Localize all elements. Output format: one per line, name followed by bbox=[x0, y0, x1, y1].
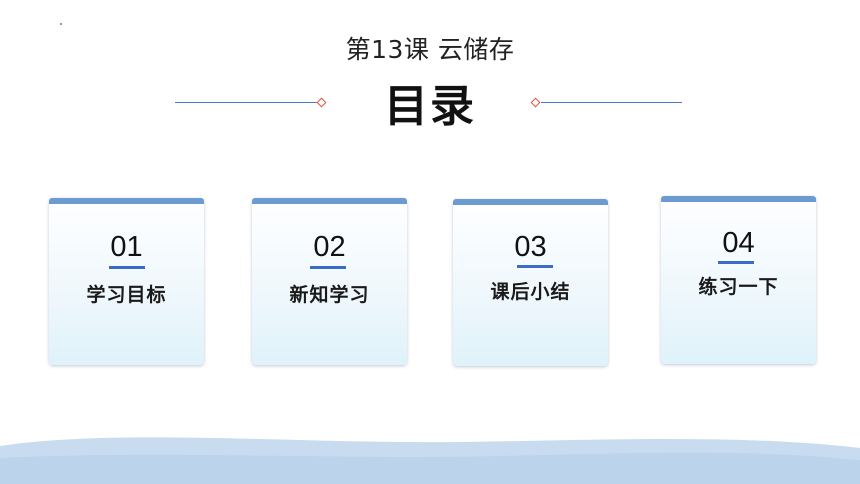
card-label: 学习目标 bbox=[86, 284, 167, 306]
card-number-underline bbox=[718, 261, 754, 264]
card-label: 新知学习 bbox=[289, 284, 370, 306]
card-label: 练习一下 bbox=[698, 276, 779, 298]
card-top-bar bbox=[453, 199, 608, 205]
card-number: 04 bbox=[722, 227, 755, 259]
slide-title: 目录 bbox=[384, 81, 476, 132]
card-top-bar bbox=[49, 198, 204, 204]
card-label: 课后小结 bbox=[490, 281, 571, 303]
toc-card-4[interactable]: 04 练习一下 bbox=[661, 196, 816, 364]
title-decoration-line-left bbox=[175, 102, 317, 103]
card-number-underline bbox=[517, 265, 553, 268]
bottom-wave-decoration bbox=[0, 437, 860, 484]
corner-dot bbox=[60, 23, 62, 25]
toc-card-2[interactable]: 02 新知学习 bbox=[252, 198, 407, 365]
card-number: 03 bbox=[514, 231, 547, 263]
title-decoration-line-right bbox=[541, 102, 682, 103]
card-top-bar bbox=[252, 198, 407, 204]
card-number-underline bbox=[109, 266, 145, 269]
card-number-underline bbox=[310, 266, 346, 269]
toc-card-1[interactable]: 01 学习目标 bbox=[49, 198, 204, 365]
lesson-subtitle: 第13课 云储存 bbox=[345, 35, 515, 64]
toc-card-3[interactable]: 03 课后小结 bbox=[453, 199, 608, 366]
card-number: 02 bbox=[313, 231, 346, 263]
card-top-bar bbox=[661, 196, 816, 202]
card-number: 01 bbox=[110, 231, 143, 263]
